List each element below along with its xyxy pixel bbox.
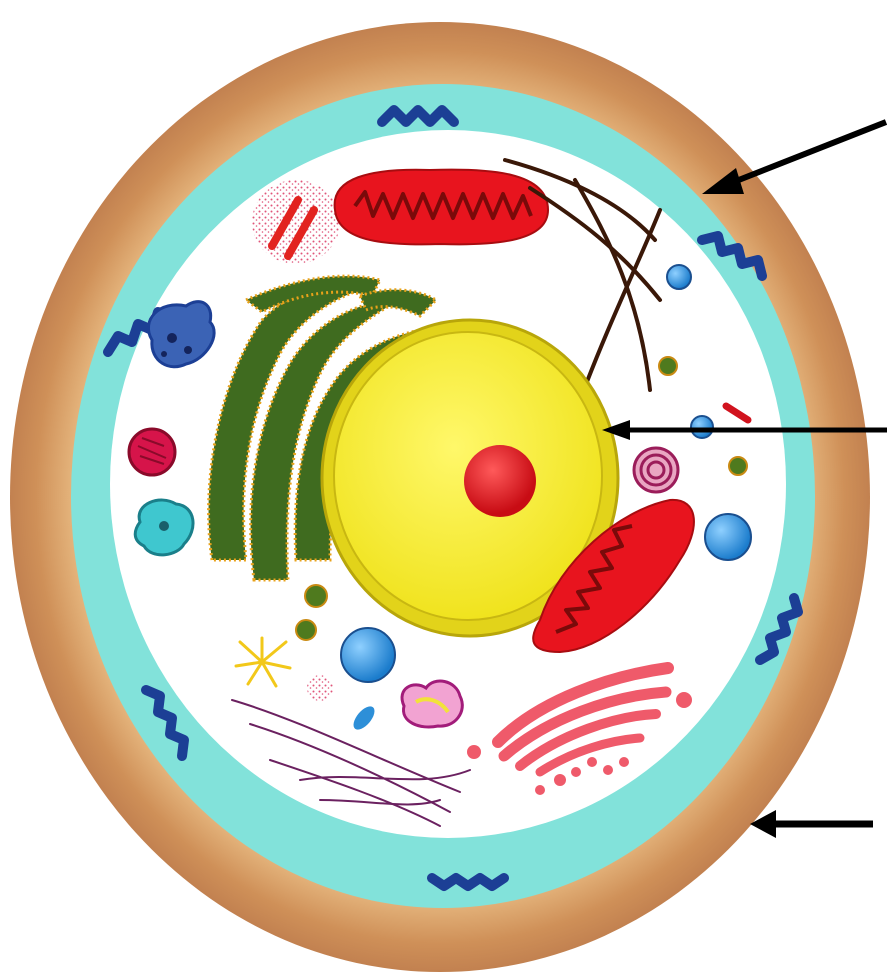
centrosome-speckle [252,180,340,264]
golgi-vesicle-6 [603,765,613,775]
nucleolus [464,445,536,517]
vacuole-pink [402,681,462,727]
spiral-vesicle [634,448,678,492]
centrosome [252,180,340,264]
ribosome-cluster-2 [296,620,316,640]
lysosome-right [705,514,751,560]
vesicle-mid-right [691,416,713,438]
golgi-vesicle-2 [676,692,692,708]
vacuole-pink-body [402,681,462,727]
lysosome-lower [341,628,395,682]
peroxisome-dot-3 [161,351,167,357]
arrow-to-cell-boundary [750,810,873,838]
peroxisome-dot-2 [184,346,192,354]
arrow-1-shaft [726,122,886,185]
golgi-vesicle-5 [587,757,597,767]
golgi-vesicle-8 [535,785,545,795]
mitochondrion-upper [335,170,548,245]
golgi-vesicle-3 [554,774,566,786]
golgi-vesicle-7 [619,757,629,767]
peroxisome-dot-1 [167,333,177,343]
golgi-vesicle-1 [467,745,481,759]
ribosome-cluster-4 [729,457,747,475]
vesicle-top-right [667,265,691,289]
speckle-cluster [307,675,333,701]
golgi-vesicle-4 [571,767,581,777]
vacuole-teal-dot [159,521,169,531]
ribosome-cluster-3 [659,357,677,375]
ribosome-cluster-1 [305,585,327,607]
